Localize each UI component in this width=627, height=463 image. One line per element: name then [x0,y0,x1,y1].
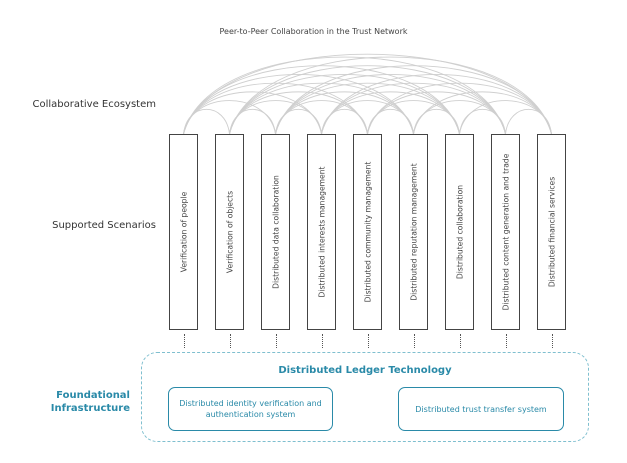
collaboration-arc [321,109,368,135]
scenario-label: Distributed community management [363,161,372,303]
scenario-connector [367,334,369,348]
ledger-container [141,352,589,442]
scenario-connector [183,334,185,348]
scenario-connector [551,334,553,348]
diagram-title: Peer-to-Peer Collaboration in the Trust … [219,27,408,36]
collaboration-arc [275,100,368,135]
collaboration-arc [275,109,322,135]
scenario-label: Verification of people [179,191,188,273]
ledger-title: Distributed Ledger Technology [278,365,452,376]
scenario-label: Distributed data collaboration [271,175,280,289]
collaboration-arc [459,100,552,135]
collaboration-arc [505,109,552,135]
scenario-column-5: Distributed community management [353,134,382,330]
layer-label-scenarios: Supported Scenarios [52,220,156,231]
trust-transfer-system-box: Distributed trust transfer system [398,387,564,431]
layer-label-ecosystem: Collaborative Ecosystem [32,99,156,110]
collaboration-arc [275,65,552,135]
scenario-column-7: Distributed collaboration [445,134,474,330]
collaboration-arc [459,109,506,135]
collaboration-arc [321,91,460,135]
collaboration-arc [367,100,460,135]
collaboration-arc [183,100,276,135]
scenario-label: Distributed financial services [547,176,556,288]
collaboration-arc [183,109,230,135]
collaboration-arc [183,56,506,135]
scenario-connector [413,334,415,348]
scenario-connector [229,334,231,348]
collaboration-arc [229,100,322,135]
scenario-column-6: Distributed reputation management [399,134,428,330]
scenario-label: Distributed reputation management [409,163,418,301]
collaboration-arc [229,109,276,135]
collaboration-arc [229,56,552,135]
collaboration-arc [229,65,506,135]
collaboration-arc [413,100,506,135]
peer-to-peer-arcs [183,53,552,135]
collaboration-arc [275,91,414,135]
scenario-column-2: Verification of objects [215,134,244,330]
scenario-column-8: Distributed content generation and trade [491,134,520,330]
scenario-column-3: Distributed data collaboration [261,134,290,330]
scenario-connector [505,334,507,348]
scenario-column-9: Distributed financial services [537,134,566,330]
scenario-column-1: Verification of people [169,134,198,330]
collaboration-arc [367,109,414,135]
scenario-connector [459,334,461,348]
scenario-column-4: Distributed interests management [307,134,336,330]
collaboration-arc [321,100,414,135]
scenario-label: Distributed collaboration [455,184,464,280]
scenario-label: Verification of objects [225,190,234,274]
collaboration-arc [413,109,460,135]
scenario-connector [321,334,323,348]
scenario-label: Distributed interests management [317,166,326,298]
scenario-connector [275,334,277,348]
scenario-label: Distributed content generation and trade [501,153,510,311]
layer-label-infrastructure: Foundational Infrastructure [50,390,130,414]
identity-verification-system-box: Distributed identity verification and au… [168,387,333,431]
